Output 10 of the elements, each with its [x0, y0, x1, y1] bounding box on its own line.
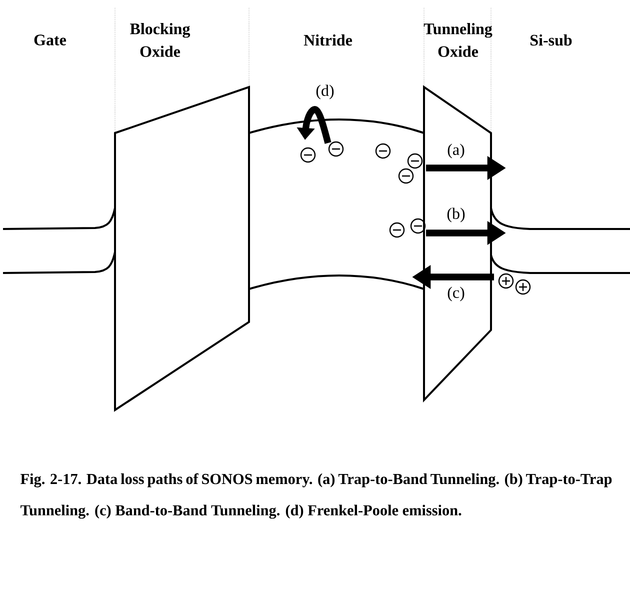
figure-caption: Fig. 2-17. Data loss paths of SONOS memory. (a) Trap-to-Band Tunneling. (b) Trap-to-Trap Tunneling. (c) Band-to-Band Tunneling. (d) Frenkel-Poole emission.	[20, 473, 612, 519]
region-label: Gate	[34, 34, 66, 46]
path-label: (d)	[316, 84, 334, 100]
path-label: (a)	[448, 144, 464, 158]
path-label: (c)	[448, 286, 464, 302]
path-label: (b)	[447, 208, 465, 222]
region-label: Si-sub	[530, 34, 572, 46]
region-label: Blocking Oxide	[130, 23, 190, 57]
region-label: Tunneling Oxide	[424, 23, 492, 57]
region-label: Nitride	[304, 34, 352, 46]
